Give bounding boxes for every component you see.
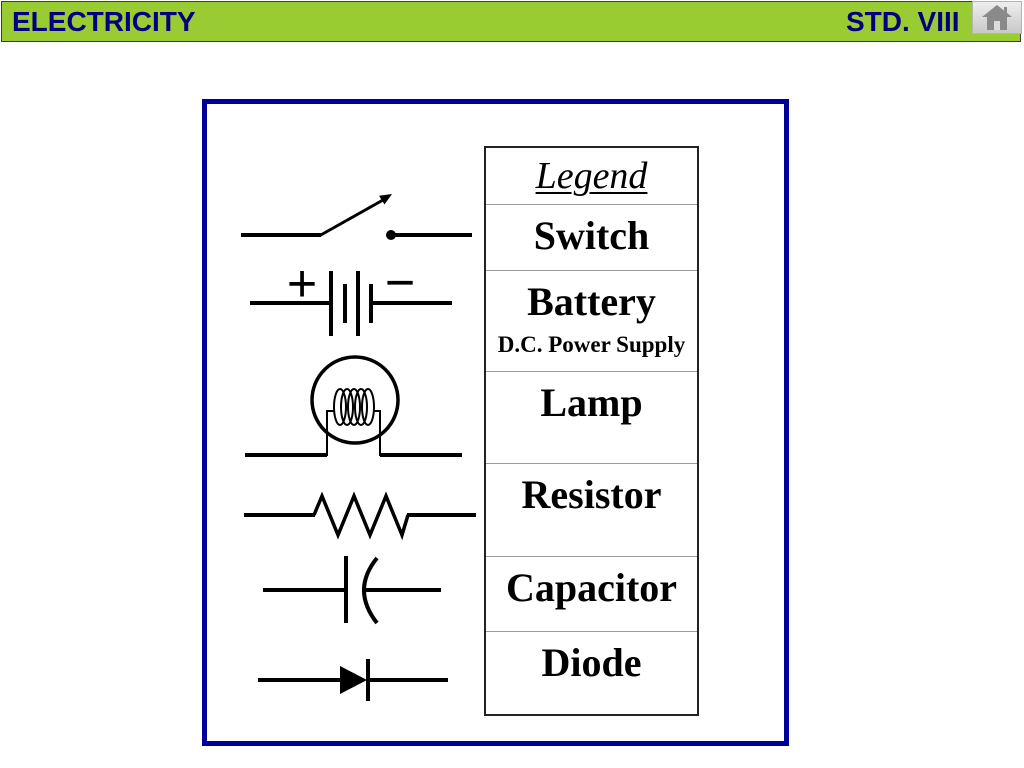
legend-label-resistor: Resistor bbox=[521, 472, 662, 517]
legend-label-diode: Diode bbox=[541, 640, 642, 685]
legend-sublabel-battery: D.C. Power Supply bbox=[497, 332, 686, 357]
header-bar: ELECTRICITY STD. VIII bbox=[1, 1, 1021, 42]
legend-heading-cell: Legend bbox=[486, 148, 697, 204]
class-label: STD. VIII bbox=[846, 6, 960, 37]
legend-row-capacitor: Capacitor bbox=[486, 556, 697, 631]
legend-table: Legend Switch Battery D.C. Power Supply … bbox=[484, 146, 699, 716]
legend-row-switch: Switch bbox=[486, 204, 697, 270]
home-icon-roof bbox=[982, 5, 1012, 17]
home-icon-door bbox=[994, 21, 1000, 30]
legend-row-diode: Diode bbox=[486, 631, 697, 714]
home-icon-chimney bbox=[1004, 7, 1007, 14]
legend-row-resistor: Resistor bbox=[486, 463, 697, 556]
legend-label-capacitor: Capacitor bbox=[505, 565, 678, 610]
legend-label-switch: Switch bbox=[533, 213, 650, 258]
home-icon bbox=[982, 5, 1012, 30]
legend-row-lamp: Lamp bbox=[486, 371, 697, 463]
legend-label-battery: Battery bbox=[527, 279, 656, 324]
legend-row-battery: Battery D.C. Power Supply bbox=[486, 270, 697, 371]
legend-label-lamp: Lamp bbox=[540, 380, 643, 425]
home-button[interactable] bbox=[972, 1, 1022, 34]
slide-title: ELECTRICITY bbox=[12, 6, 196, 37]
legend-heading: Legend bbox=[535, 155, 648, 197]
